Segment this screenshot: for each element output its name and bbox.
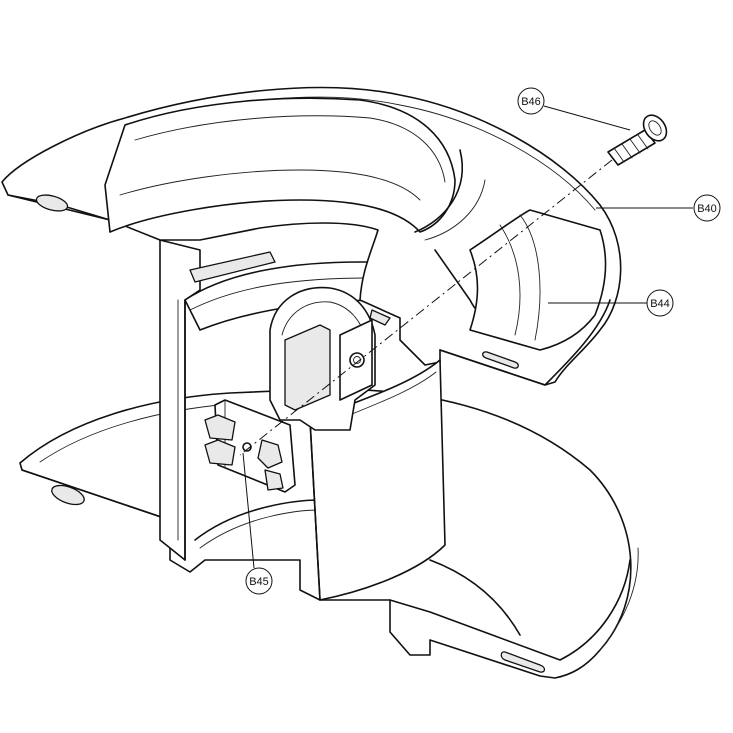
callout-b45-label: B45 <box>249 576 269 588</box>
bracket-holder <box>269 286 391 431</box>
assembly-axis-line <box>239 159 613 456</box>
screw-b46 <box>607 114 668 166</box>
callout-b44: B44 <box>646 289 674 317</box>
leader-b45 <box>242 452 255 569</box>
callout-b44-label: B44 <box>650 298 670 310</box>
callout-b40-label: B40 <box>697 203 717 215</box>
callout-b40: B40 <box>693 194 721 222</box>
clip-b45 <box>204 399 296 493</box>
callout-b46-label: B46 <box>521 96 541 108</box>
callout-b45: B45 <box>245 567 273 595</box>
upper-flange <box>1 86 622 386</box>
central-hub-wall <box>159 239 381 561</box>
leader-b46 <box>543 105 631 131</box>
callout-b46: B46 <box>517 87 545 115</box>
